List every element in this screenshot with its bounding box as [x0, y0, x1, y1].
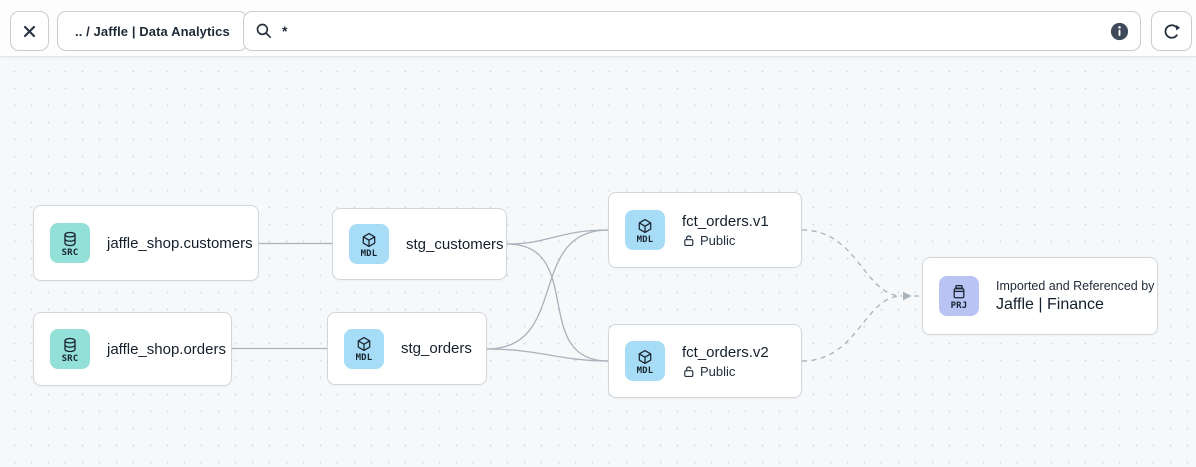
badge-label: MDL: [355, 353, 373, 363]
cube-icon: [362, 232, 376, 247]
source-badge: SRC: [50, 329, 90, 369]
badge-label: SRC: [61, 247, 79, 258]
lineage-edges: [232, 229, 921, 362]
badge-label: MDL: [636, 365, 654, 376]
access-label: Public: [700, 363, 736, 379]
node-source-jaffle-shop-customers[interactable]: SRC jaffle_shop.customers: [33, 205, 259, 281]
edge-fct-v2-to-project: [801, 295, 903, 362]
refresh-icon: [1164, 23, 1181, 39]
database-icon: [64, 231, 76, 246]
node-label: jaffle_shop.orders: [107, 340, 226, 358]
model-badge: MDL: [349, 224, 389, 264]
edge-stg-orders-to-fct-v1: [486, 229, 609, 350]
search-input[interactable]: [282, 23, 1101, 39]
edge-stg-orders-to-fct-v2: [486, 348, 609, 362]
search-icon: [256, 23, 272, 39]
badge-label: SRC: [61, 353, 79, 364]
edge-arrowhead: [903, 291, 912, 301]
edge-stg-customers-to-fct-v1: [506, 229, 609, 245]
breadcrumb-label: .. / Jaffle | Data Analytics: [75, 23, 230, 39]
cube-icon: [357, 336, 371, 352]
close-button[interactable]: [10, 11, 49, 51]
info-icon[interactable]: [1110, 22, 1129, 41]
node-label: stg_orders: [401, 340, 472, 357]
toolbar: .. / Jaffle | Data Analytics: [0, 0, 1196, 57]
badge-label: PRJ: [950, 300, 968, 311]
access-row: Public: [682, 364, 769, 379]
badge-label: MDL: [636, 234, 654, 245]
node-model-fct-orders-v1[interactable]: MDL fct_orders.v1 Public: [608, 192, 802, 268]
node-model-stg-customers[interactable]: MDL stg_customers: [332, 208, 507, 280]
lineage-canvas[interactable]: SRC jaffle_shop.customers SRC jaffle_sho…: [0, 57, 1196, 467]
node-project-jaffle-finance[interactable]: PRJ Imported and Referenced by Jaffle | …: [922, 257, 1158, 335]
model-badge: MDL: [625, 341, 665, 381]
access-row: Public: [682, 233, 769, 248]
node-model-fct-orders-v2[interactable]: MDL fct_orders.v2 Public: [608, 324, 802, 398]
node-label: fct_orders.v1: [682, 212, 769, 230]
unlock-icon: [684, 365, 694, 377]
node-kicker: Imported and Referenced by: [996, 278, 1155, 293]
edge-stg-customers-to-fct-v2: [506, 243, 609, 362]
database-icon: [64, 337, 76, 352]
project-badge: PRJ: [939, 276, 979, 316]
search-box: [243, 11, 1141, 51]
edge-fct-v1-to-project: [801, 229, 903, 297]
cube-icon: [638, 349, 652, 364]
source-badge: SRC: [50, 223, 90, 263]
unlock-icon: [684, 234, 694, 246]
node-label: fct_orders.v2: [682, 343, 769, 361]
refresh-button[interactable]: [1151, 11, 1192, 51]
node-label: stg_customers: [406, 235, 504, 253]
model-badge: MDL: [625, 210, 665, 250]
node-model-stg-orders[interactable]: MDL stg_orders: [327, 312, 487, 385]
node-source-jaffle-shop-orders[interactable]: SRC jaffle_shop.orders: [33, 312, 232, 386]
close-icon: [23, 25, 36, 37]
node-label: Jaffle | Finance: [996, 295, 1104, 313]
access-label: Public: [700, 232, 736, 248]
model-badge: MDL: [344, 328, 384, 369]
cube-icon: [638, 218, 652, 233]
badge-label: MDL: [360, 248, 378, 259]
breadcrumb[interactable]: .. / Jaffle | Data Analytics: [57, 11, 248, 51]
archive-box-icon: [953, 284, 965, 298]
node-label: jaffle_shop.customers: [107, 234, 253, 252]
